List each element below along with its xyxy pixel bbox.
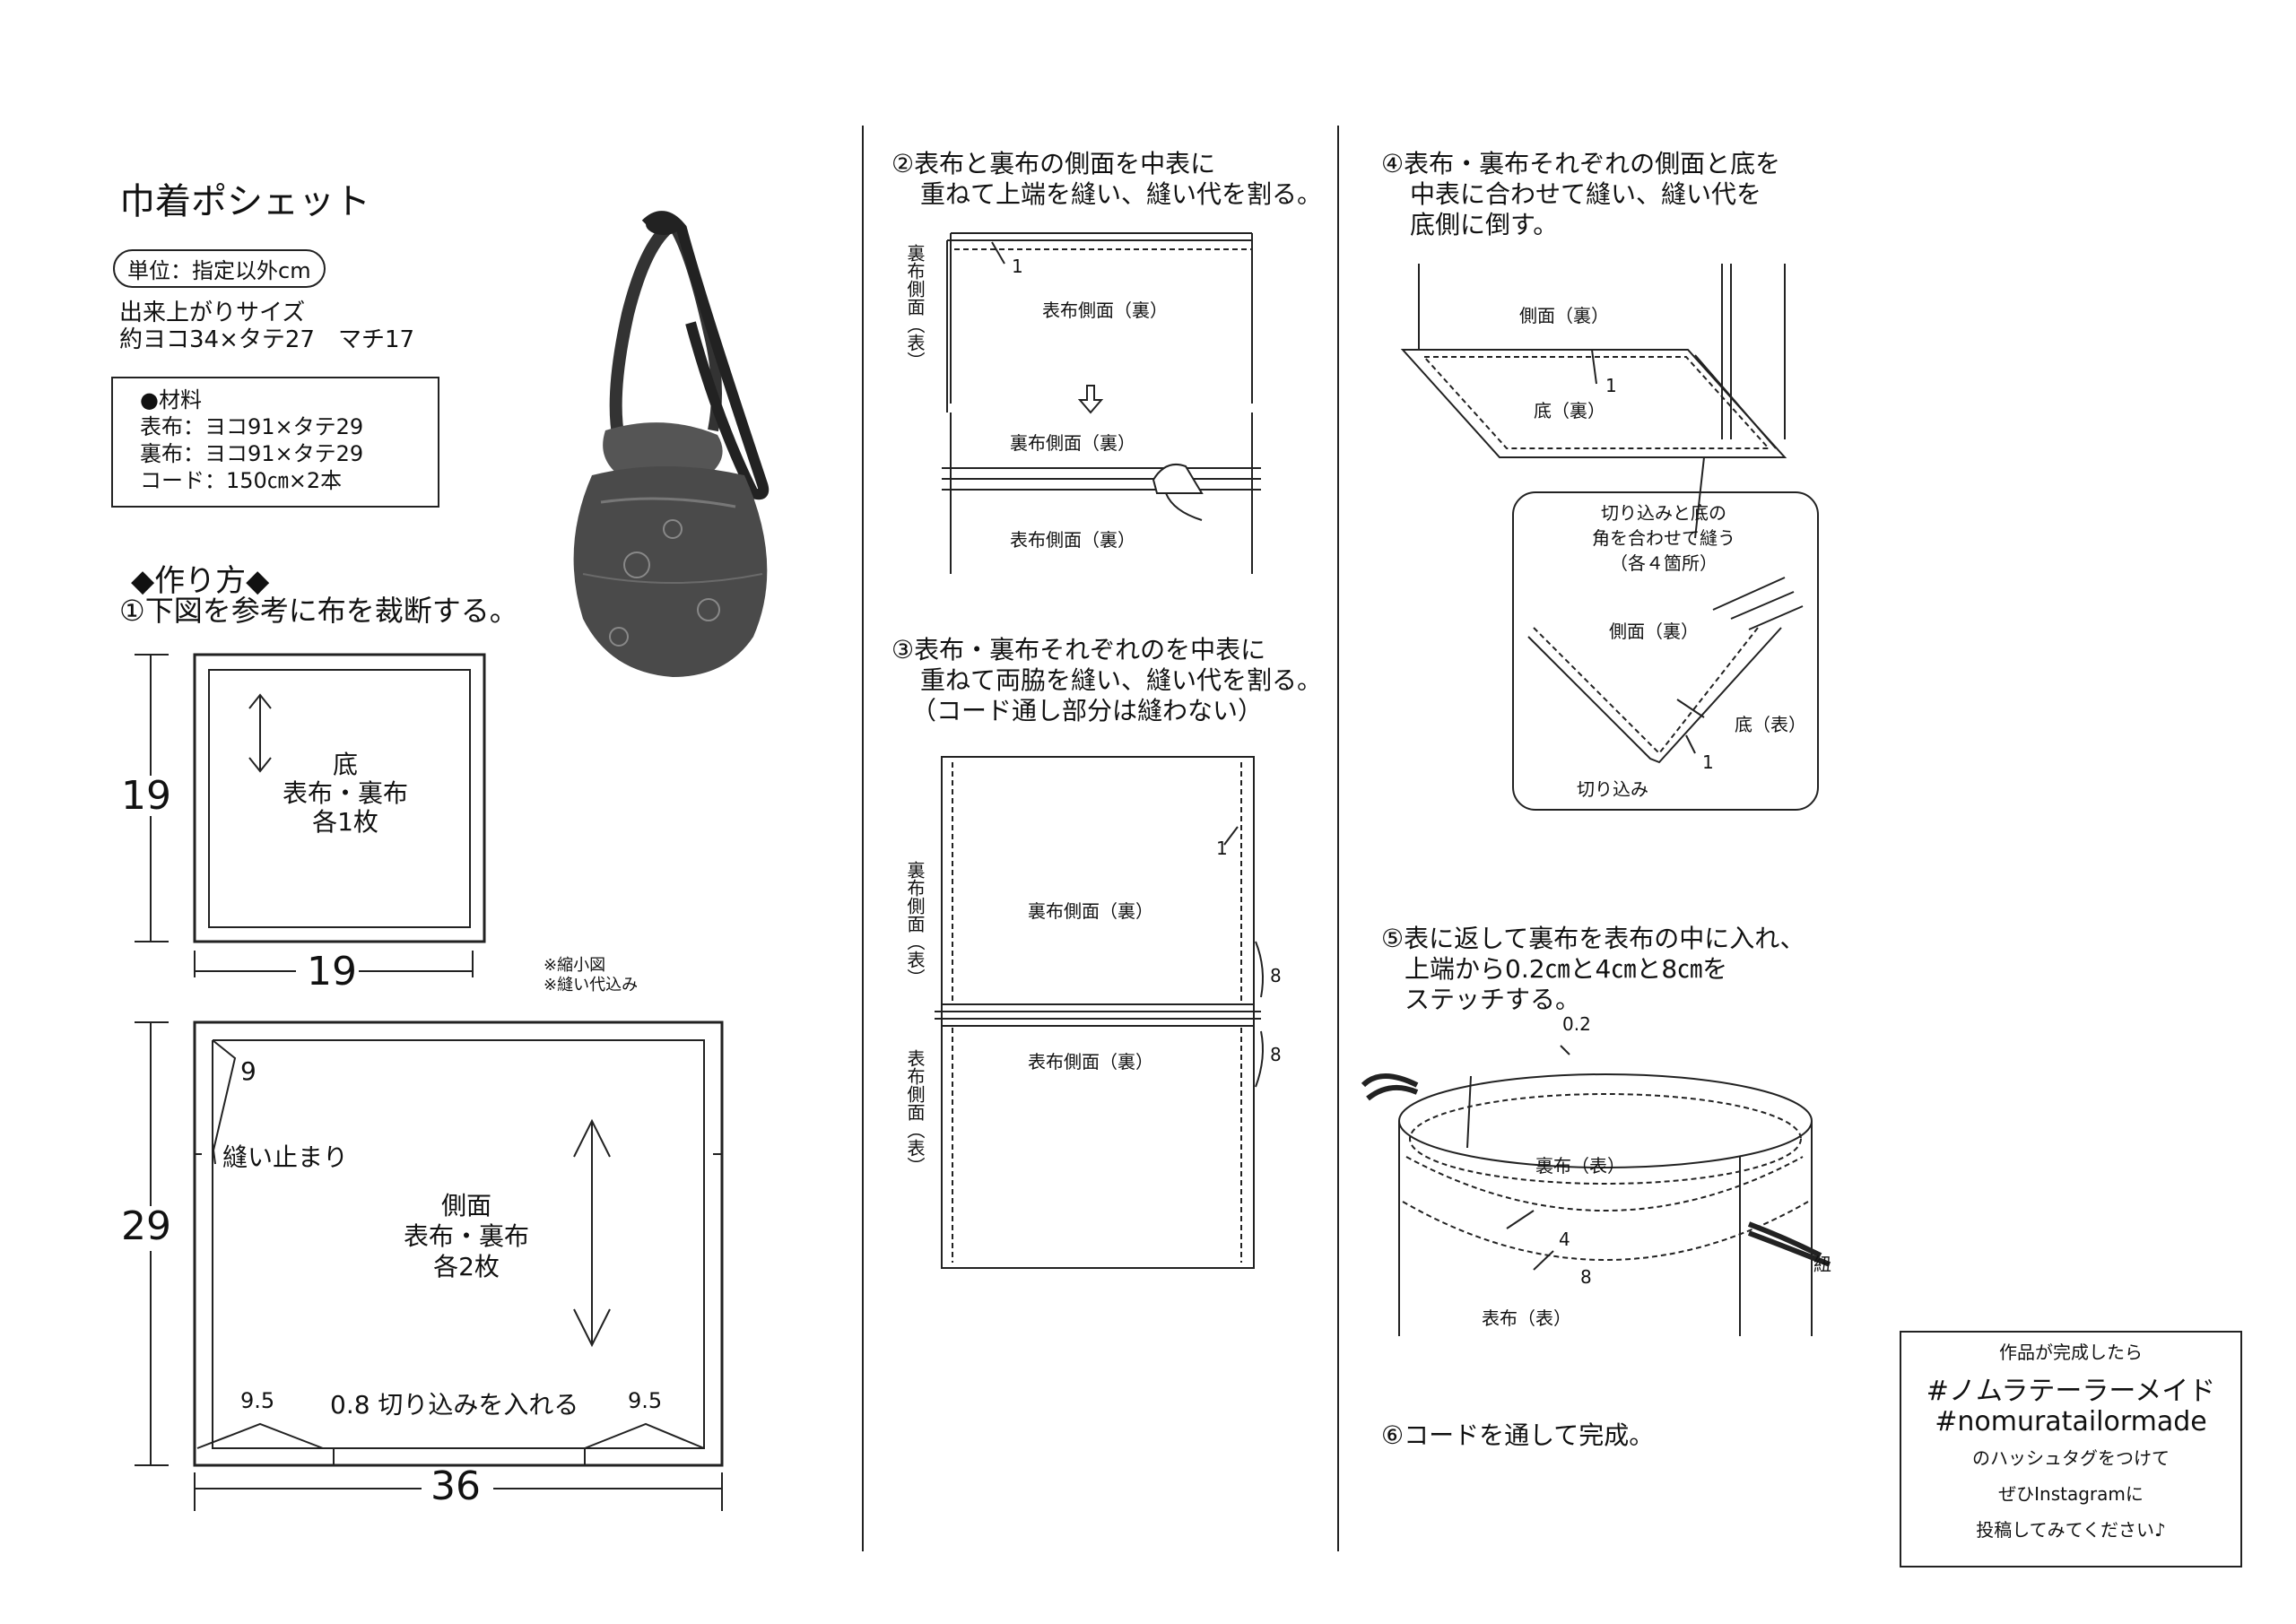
step2-text-line1: ②表布と裏布の側面を中表に bbox=[891, 149, 1216, 178]
finished-size-label: 出来上がりサイズ bbox=[119, 300, 306, 326]
finished-size-value: 約ヨコ34×タテ27 マチ17 bbox=[119, 326, 415, 353]
step6-text: ⑥コードを通して完成。 bbox=[1381, 1420, 1655, 1450]
step3-diagram bbox=[935, 756, 1264, 1269]
bottom-piece-name: 底 bbox=[332, 750, 358, 779]
cut-note: ※縮小図 bbox=[544, 956, 606, 975]
materials-heading: ●材料 bbox=[140, 387, 202, 413]
step5-stitch-8: 8 bbox=[1580, 1266, 1592, 1288]
step5-diagram bbox=[1361, 1045, 1831, 1336]
hashtag-line2: のハッシュタグをつけて bbox=[1972, 1447, 2170, 1469]
step3-seam: 1 bbox=[1216, 838, 1228, 859]
step2-seam: 1 bbox=[1012, 256, 1023, 277]
bottom-height-dim: 19 bbox=[121, 773, 171, 819]
side-piece-count: 各2枚 bbox=[433, 1252, 500, 1281]
side-right-offset: 9.5 bbox=[628, 1388, 663, 1413]
step5-top-stitch: 0.2 bbox=[1562, 1013, 1591, 1035]
step4-bottom-back: 底（裏） bbox=[1534, 400, 1605, 421]
step2-inner-side-face: 裏布側面（表） bbox=[904, 244, 926, 369]
step4-seam: 1 bbox=[1605, 375, 1617, 396]
materials-box: ●材料 表布：ヨコ91×タテ29 裏布：ヨコ91×タテ29 コード：150㎝×2… bbox=[111, 377, 439, 508]
step4-text-line2: 中表に合わせて縫い、縫い代を bbox=[1410, 179, 1762, 209]
material-item: 表布：ヨコ91×タテ29 bbox=[140, 414, 364, 439]
material-item: コード：150㎝×2本 bbox=[140, 468, 343, 493]
hashtag-line4: 投稿してみてください♪ bbox=[1976, 1519, 2166, 1541]
step4-callout-line3: （各４箇所） bbox=[1610, 552, 1718, 574]
step2-inner-side-back: 裏布側面（裏） bbox=[1010, 432, 1135, 454]
step5-inner-face: 裏布（表） bbox=[1535, 1155, 1625, 1177]
material-item: 裏布：ヨコ91×タテ29 bbox=[140, 441, 364, 466]
step4-callout-bottom: 底（表） bbox=[1735, 714, 1806, 735]
step4-callout-notch: 切り込み bbox=[1577, 778, 1648, 800]
column-divider bbox=[1337, 126, 1339, 1551]
step4-callout bbox=[1512, 491, 1819, 811]
step4-text-line3: 底側に倒す。 bbox=[1410, 210, 1559, 239]
step4-callout-line2: 角を合わせて縫う bbox=[1592, 527, 1735, 549]
step3-text-line1: ③表布・裏布それぞれのを中表に bbox=[891, 635, 1266, 664]
unit-badge: 単位：指定以外cm bbox=[113, 249, 326, 288]
side-top-margin: 9 bbox=[240, 1056, 257, 1086]
page-title: 巾着ポシェット bbox=[119, 181, 370, 222]
cut-note: ※縫い代込み bbox=[544, 976, 639, 994]
step4-diagram bbox=[1400, 264, 1787, 539]
side-left-offset: 9.5 bbox=[240, 1388, 275, 1413]
bottom-piece-count: 各1枚 bbox=[312, 807, 378, 837]
side-piece-name: 側面 bbox=[440, 1191, 491, 1220]
step3-outer-side-face: 表布側面（表） bbox=[904, 1049, 926, 1175]
hashtag-jp: #ノムラテーラーメイド bbox=[1926, 1376, 2216, 1407]
step4-callout-line1: 切り込みと底の bbox=[1601, 502, 1726, 524]
step4-text-line1: ④表布・裏布それぞれの側面と底を bbox=[1381, 149, 1781, 178]
hashtag-line3: ぜひInstagramに bbox=[1998, 1483, 2144, 1505]
step5-text-line3: ステッチする。 bbox=[1405, 985, 1581, 1014]
side-piece-diagram bbox=[135, 1020, 724, 1511]
hashtag-box: 作品が完成したら #ノムラテーラーメイド #nomuratailormade の… bbox=[1900, 1331, 2242, 1568]
side-height-dim: 29 bbox=[121, 1203, 171, 1249]
step3-gap-upper: 8 bbox=[1270, 965, 1282, 986]
step3-inner-side-face: 裏布側面（表） bbox=[904, 861, 926, 986]
column-divider bbox=[862, 126, 864, 1551]
step5-stitch-4: 4 bbox=[1559, 1229, 1570, 1250]
step1-text: ①下図を参考に布を裁断する。 bbox=[119, 594, 518, 628]
bottom-piece-fabric: 表布・裏布 bbox=[282, 778, 408, 808]
side-notch-label: 0.8 切り込みを入れる bbox=[330, 1390, 579, 1420]
step3-text-line3: （コード通し部分は縫わない） bbox=[911, 696, 1264, 725]
step3-inner-back: 裏布側面（裏） bbox=[1028, 900, 1153, 922]
step3-text-line2: 重ねて両脇を縫い、縫い代を割る。 bbox=[920, 665, 1323, 695]
step2-outer-side-back: 表布側面（裏） bbox=[1042, 300, 1168, 321]
step2-outer-side-back-2: 表布側面（裏） bbox=[1010, 529, 1135, 551]
step3-gap-lower: 8 bbox=[1270, 1044, 1282, 1065]
bag-photo bbox=[573, 211, 770, 677]
step2-text-line2: 重ねて上端を縫い、縫い代を割る。 bbox=[920, 179, 1323, 209]
step4-callout-seam: 1 bbox=[1702, 751, 1714, 773]
step5-cord: 紐 bbox=[1813, 1254, 1831, 1275]
method-heading: ◆作り方◆ bbox=[131, 563, 270, 599]
step4-callout-side: 側面（裏） bbox=[1609, 621, 1699, 642]
side-width-dim: 36 bbox=[430, 1463, 481, 1509]
step5-outer-face: 表布（表） bbox=[1482, 1307, 1571, 1329]
step2-diagram bbox=[942, 232, 1261, 574]
bottom-width-dim: 19 bbox=[307, 949, 357, 994]
hashtag-en: #nomuratailormade bbox=[1935, 1406, 2207, 1437]
step3-outer-back: 表布側面（裏） bbox=[1028, 1051, 1153, 1073]
step5-text-line2: 上端から0.2㎝と4㎝と8㎝を bbox=[1405, 954, 1728, 984]
side-stop-label: 縫い止まり bbox=[222, 1142, 349, 1172]
bottom-piece-diagram bbox=[135, 653, 486, 977]
hashtag-intro: 作品が完成したら bbox=[1999, 1342, 2143, 1363]
step5-text-line1: ⑤表に返して裏布を表布の中に入れ、 bbox=[1381, 924, 1805, 953]
step4-callout-diagram bbox=[1527, 577, 1804, 764]
step4-side-back: 側面（裏） bbox=[1519, 305, 1609, 326]
side-piece-fabric: 表布・裏布 bbox=[403, 1221, 529, 1251]
